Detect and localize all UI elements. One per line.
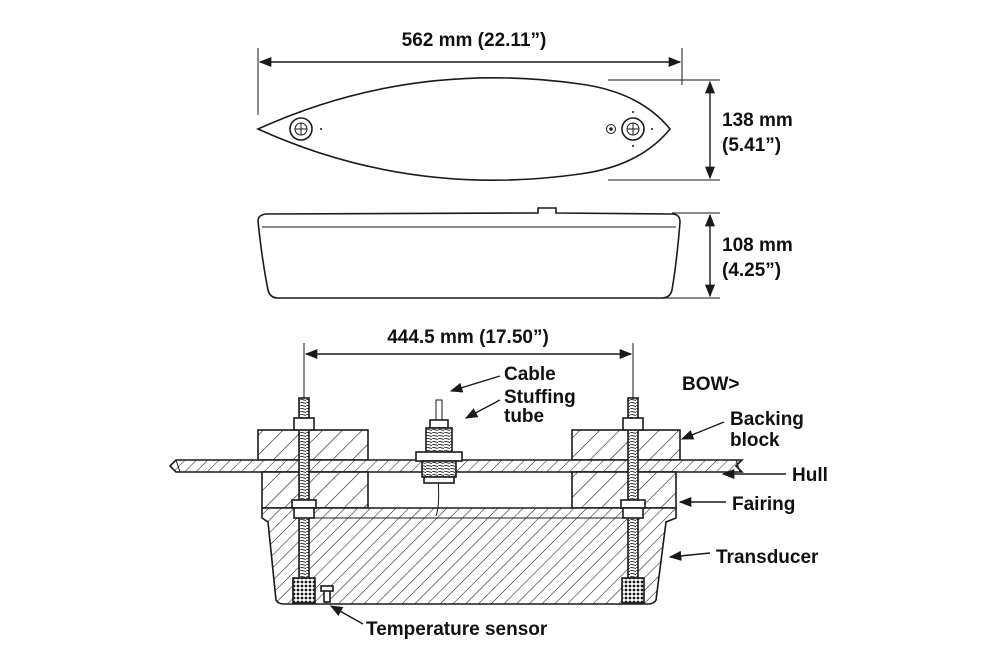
left-bolt-icon [291,397,317,604]
right-bolt-hole-icon [621,111,653,147]
top-view: 562 mm (22.11”) 138 mm (5.4 [256,30,793,181]
transducer-body-section [261,507,677,605]
transducer-leader [668,550,711,561]
height-dimension-mm: 108 mm [722,235,793,256]
width-dimension-mm: 138 mm [722,110,793,131]
stuffing-tube-label-line2: tube [504,406,544,427]
temperature-sensor-leader [329,605,364,625]
cable-leader [449,375,501,393]
cable-label: Cable [504,364,556,385]
transducer-top-outline [256,77,672,181]
stuffing-tube-icon [415,399,463,484]
backing-block-left [257,429,369,461]
width-dimension-in: (5.41”) [722,135,781,156]
height-dimension-in: (4.25”) [722,260,781,281]
backing-block-right [571,429,681,461]
backing-block-label-line1: Backing [730,409,804,430]
right-bolt-icon [620,397,646,604]
installation-cross-section: 444.5 mm (17.50”) [168,327,828,640]
backing-block-label-line2: block [730,430,780,451]
fairing-label: Fairing [732,494,795,515]
bow-label: BOW> [682,374,740,395]
side-view: 108 mm (4.25”) [257,207,793,299]
cable-exit-icon [606,124,616,134]
hull-label: Hull [792,465,828,486]
backing-block-leader [680,421,725,440]
transducer-side-outline [257,207,681,299]
stuffing-tube-leader [464,399,501,419]
transducer-label: Transducer [716,547,819,568]
stuffing-tube-label-line1: Stuffing [504,387,576,408]
length-dimension-label: 562 mm (22.11”) [402,30,547,51]
temperature-sensor-label: Temperature sensor [366,619,548,640]
left-bolt-hole-icon [289,111,322,147]
bolt-spacing-label: 444.5 mm (17.50”) [387,327,549,348]
temperature-sensor-icon [320,585,334,603]
